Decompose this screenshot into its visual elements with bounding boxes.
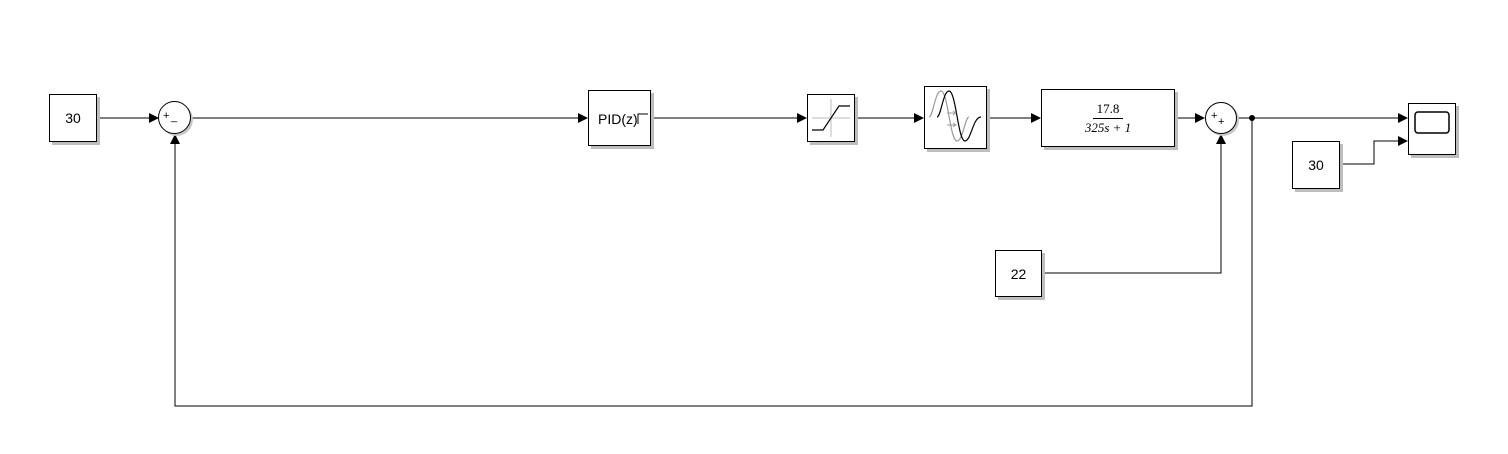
constant-block-reference[interactable]: 30 bbox=[49, 94, 97, 142]
pid-discrete-icon bbox=[637, 113, 648, 124]
transport-delay-block[interactable] bbox=[924, 86, 987, 149]
tf-numerator: 17.8 bbox=[1092, 101, 1124, 119]
scope-icon bbox=[1414, 111, 1450, 134]
constant-value: 22 bbox=[1010, 265, 1027, 282]
transport-delay-icon bbox=[928, 90, 982, 142]
constant-value: 30 bbox=[1308, 157, 1324, 173]
line-disturbance-to-sum2[interactable] bbox=[1042, 134, 1226, 274]
tf-denominator: 325s + 1 bbox=[1084, 119, 1132, 135]
constant-value: 30 bbox=[65, 110, 81, 126]
pid-controller-block[interactable]: PID(z) bbox=[588, 90, 651, 146]
line-feedback[interactable] bbox=[170, 118, 1253, 407]
pid-label: PID(z) bbox=[598, 111, 638, 127]
transfer-function-block[interactable]: 17.8 325s + 1 bbox=[1041, 89, 1175, 147]
sum-block-error[interactable]: + _ bbox=[158, 101, 191, 134]
scope-block[interactable] bbox=[1408, 103, 1456, 155]
branch-point bbox=[1249, 115, 1255, 121]
sum-sign-plus: + bbox=[1218, 116, 1225, 128]
constant-block-scope-input[interactable]: 30 bbox=[1292, 141, 1340, 189]
constant-block-disturbance[interactable]: 22 bbox=[995, 250, 1042, 297]
saturation-block[interactable] bbox=[807, 94, 855, 142]
saturation-icon bbox=[812, 99, 850, 137]
sum-sign-plus: + bbox=[163, 110, 170, 122]
sum-sign-plus: + bbox=[1211, 110, 1218, 122]
transfer-function-fraction: 17.8 325s + 1 bbox=[1042, 90, 1174, 146]
sum-block-disturbance[interactable]: + + bbox=[1205, 102, 1237, 134]
sum-sign-minus: _ bbox=[171, 111, 178, 123]
line-const-to-scope[interactable] bbox=[1341, 136, 1408, 165]
